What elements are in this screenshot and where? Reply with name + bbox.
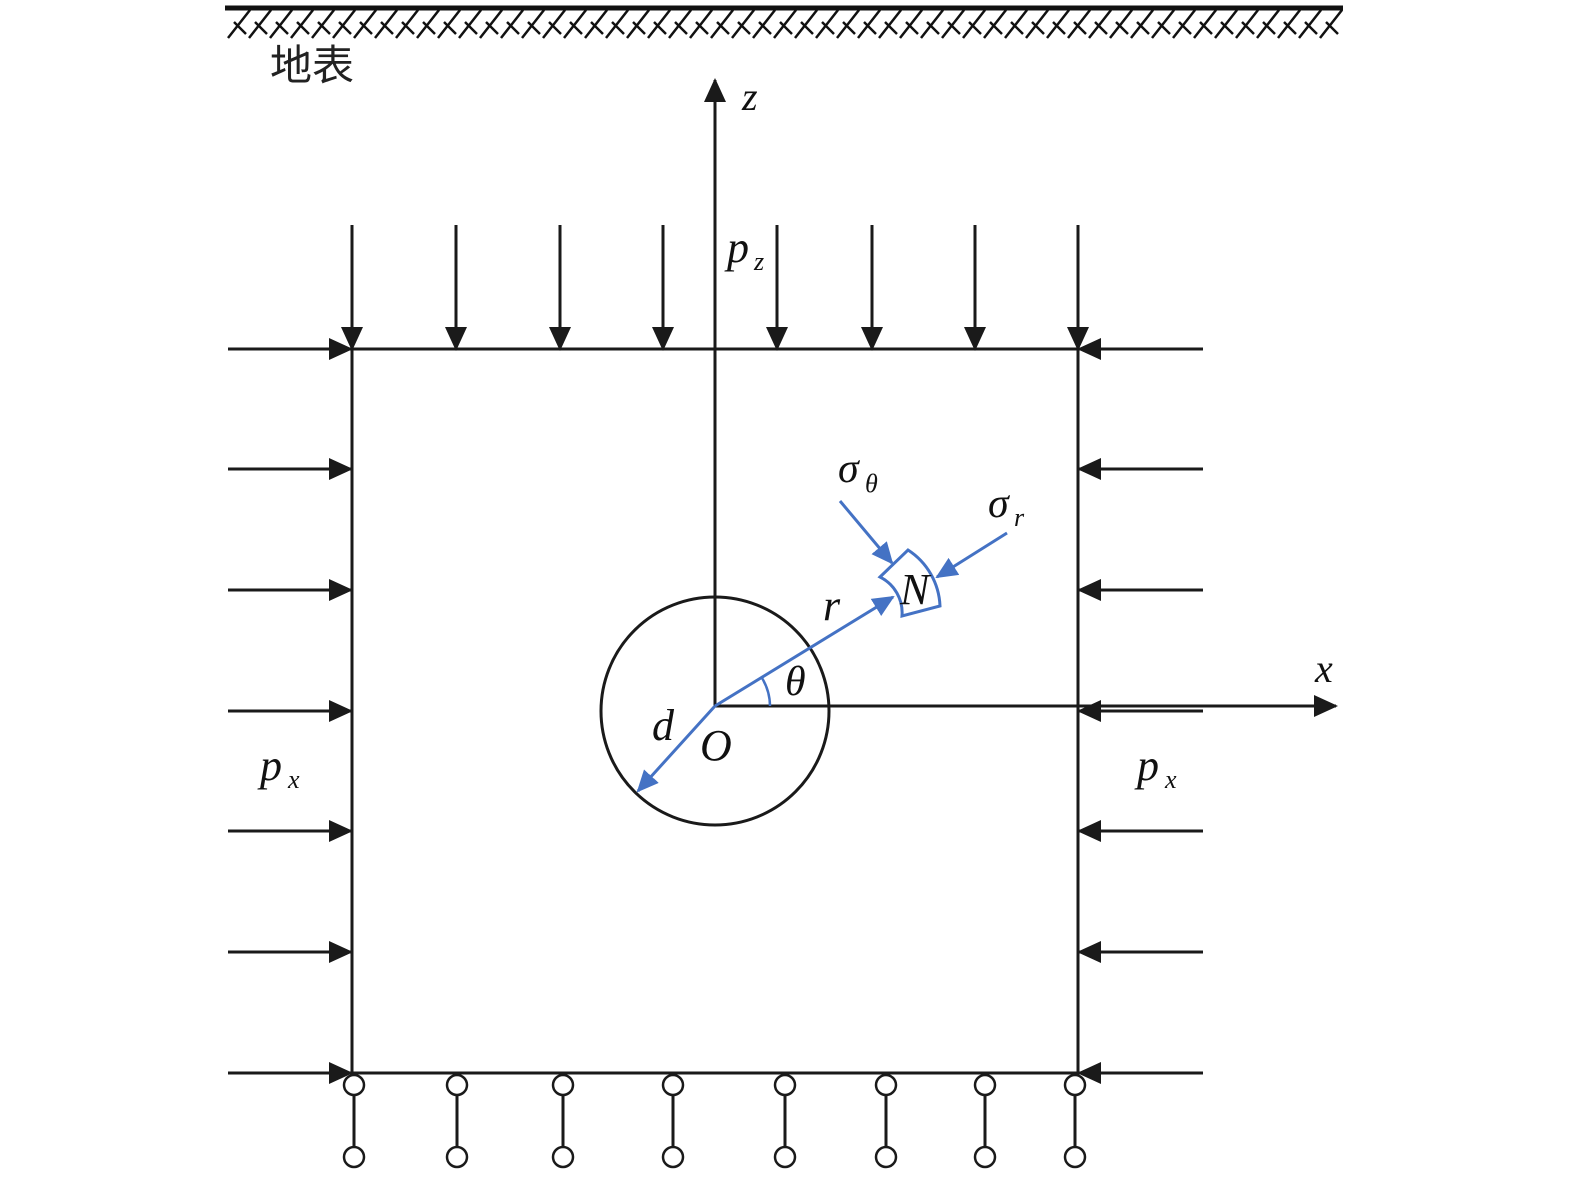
roller-support	[773, 1073, 797, 1169]
hoop-stress-label: σ θ	[838, 446, 878, 498]
svg-text:x: x	[1164, 765, 1177, 794]
vertical-pressure-label: p z	[724, 223, 764, 276]
svg-text:p: p	[1134, 741, 1159, 790]
origin-label: O	[700, 721, 732, 770]
roller-support	[551, 1073, 575, 1169]
element-label: N	[899, 565, 932, 614]
roller-support	[1063, 1073, 1087, 1169]
x-axis-label: x	[1314, 646, 1333, 691]
theta-arc	[760, 677, 772, 707]
svg-text:z: z	[753, 247, 764, 276]
roller-support	[661, 1073, 685, 1169]
radius-label: r	[823, 581, 841, 630]
svg-text:θ: θ	[865, 469, 878, 498]
roller-support	[874, 1073, 898, 1169]
diameter-label: d	[652, 701, 675, 750]
hoop-stress-arrow	[838, 500, 894, 565]
ground-surface	[225, 5, 1343, 39]
roller-support	[342, 1073, 366, 1169]
svg-text:r: r	[1014, 503, 1025, 532]
ground-label: 地表	[270, 41, 354, 90]
radial-stress-label: σ r	[988, 481, 1025, 532]
stress-element	[877, 548, 942, 618]
horizontal-pressure-label-left: p x	[257, 741, 300, 794]
theta-label: θ	[785, 659, 806, 705]
svg-text:σ: σ	[838, 446, 861, 492]
radial-stress-arrow	[935, 531, 1008, 579]
radius-arrow	[714, 595, 895, 708]
z-axis-label: z	[741, 74, 758, 119]
svg-text:p: p	[257, 741, 282, 790]
roller-support	[445, 1073, 469, 1169]
svg-text:σ: σ	[988, 481, 1011, 527]
horizontal-pressure-label-right: p x	[1134, 741, 1177, 794]
diameter-arrow	[636, 704, 717, 793]
tunnel-circle	[599, 595, 831, 827]
roller-support	[973, 1073, 997, 1169]
svg-text:x: x	[287, 765, 300, 794]
svg-text:p: p	[724, 223, 749, 272]
